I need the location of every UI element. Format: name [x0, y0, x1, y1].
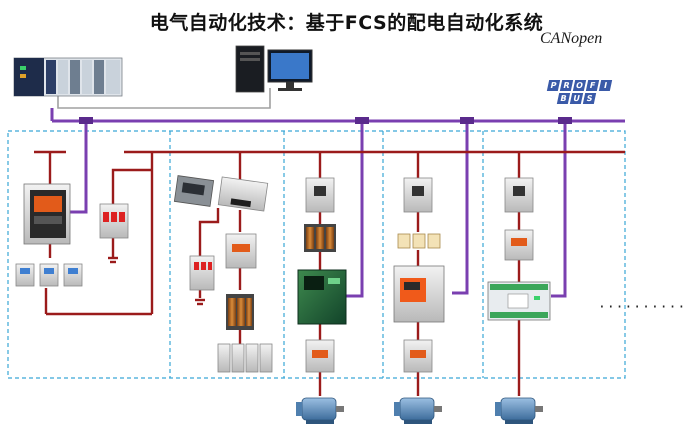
fuse-switch: [217, 176, 269, 212]
power-busbar: [34, 150, 625, 396]
soft-starter: [393, 265, 445, 323]
ethernet-cable: [57, 88, 271, 109]
frequency-converter: [297, 269, 347, 325]
surge-protector: [99, 203, 129, 239]
capacitor-contactor: [225, 233, 257, 269]
pc-workstation: [235, 45, 313, 93]
branch-breaker-1: [305, 177, 335, 213]
motor-contactor-2: [403, 339, 433, 373]
motor-3: [495, 397, 543, 424]
canopen-label: CANopen: [540, 30, 603, 47]
input-reactor: [304, 224, 336, 252]
motor-protection-relay: [487, 281, 551, 321]
diagram-title: 电气自动化技术：基于FCS的配电自动化系统: [149, 12, 544, 34]
motor-2: [394, 397, 442, 424]
cabinet-panel-outline: [7, 130, 626, 379]
branch-breaker-3: [504, 177, 534, 213]
power-factor-controller: [173, 175, 215, 207]
plc-rack: [13, 57, 123, 97]
motor-contactor-1: [305, 339, 335, 373]
capacitor-bank: [217, 343, 273, 373]
branch-breaker-2: [403, 177, 433, 213]
continuation-dots: ··········: [598, 300, 687, 315]
motor-contactor-3: [504, 229, 534, 261]
motor-1: [296, 397, 344, 424]
main-circuit-breaker: [23, 183, 71, 245]
power-meter-group: [15, 263, 83, 287]
harmonic-reactor: [226, 294, 254, 330]
capacitor-mcb: [189, 255, 215, 291]
fuse-set: [397, 233, 441, 249]
profibus-fieldbus: [50, 108, 625, 298]
